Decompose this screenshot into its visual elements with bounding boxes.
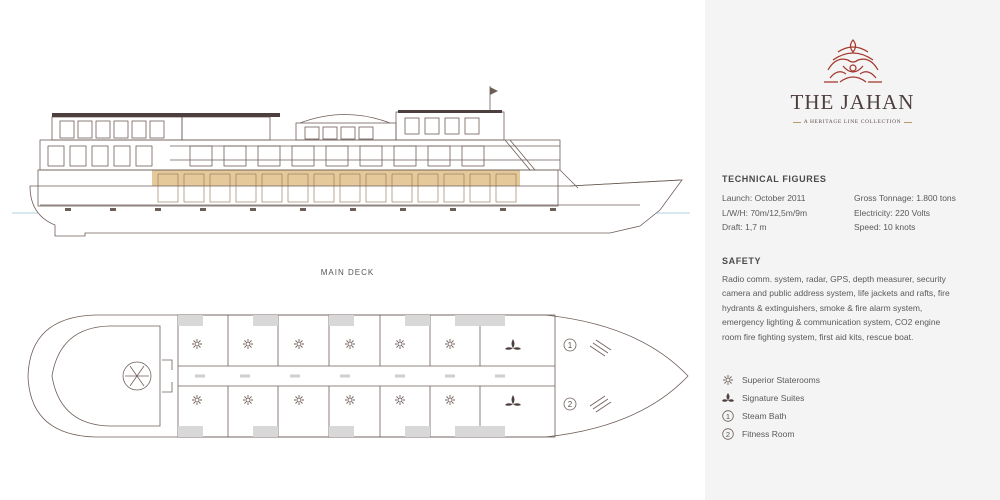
upper-deck-lounge: [181, 116, 271, 141]
lotus-icon: [505, 339, 521, 350]
sun-icon: [345, 395, 355, 405]
legend-label: Superior Staterooms: [742, 375, 820, 385]
svg-text:1: 1: [568, 341, 573, 350]
svg-text:2: 2: [726, 430, 730, 439]
plan-hull: [27, 314, 689, 438]
safety-line: hydrants & extinguishers, smoke & fire a…: [722, 302, 923, 313]
lotus-icon: [722, 392, 734, 404]
sun-icon: [192, 395, 202, 405]
main-deck-label: MAIN DECK: [320, 268, 375, 277]
gross-tonnage-value: Gross Tonnage: 1.800 tons: [854, 193, 956, 203]
launch-value: Launch: October 2011: [722, 193, 806, 203]
tech-row: Launch: October 2011 Gross Tonnage: 1.80…: [722, 193, 992, 208]
safety-title: SAFETY: [722, 256, 762, 266]
tech-row: Draft: 1,7 m Speed: 10 knots: [722, 222, 992, 237]
dimensions-value: L/W/H: 70m/12,5m/9m: [722, 207, 808, 218]
portholes: [65, 208, 556, 211]
legend-item-fitness-room: 2 Fitness Room: [722, 425, 992, 443]
circle-number-icon: 1: [722, 410, 734, 422]
fitness-room-marker: 2: [563, 397, 577, 411]
side-elevation: [12, 86, 690, 237]
safety-text: Radio comm. system, radar, GPS, depth me…: [722, 272, 984, 344]
lotus-icon: [505, 395, 521, 406]
wheelhouse-roof: [398, 110, 502, 113]
safety-line: emergency lighting & communication syste…: [722, 317, 941, 328]
svg-text:1: 1: [726, 412, 730, 421]
technical-figures: Launch: October 2011 Gross Tonnage: 1.80…: [722, 193, 992, 237]
stairs: [504, 139, 536, 171]
svg-text:2: 2: [568, 400, 573, 409]
signature-suite-markers: [505, 339, 521, 406]
tech-row: L/W/H: 70m/12,5m/9m Electricity: 220 Vol…: [722, 208, 992, 223]
superior-stateroom-markers: [192, 339, 455, 405]
speed-value: Speed: 10 knots: [854, 222, 916, 232]
brand-tagline: A HERITAGE LINE COLLECTION: [705, 119, 1000, 125]
info-panel: THE JAHAN A HERITAGE LINE COLLECTION TEC…: [705, 0, 1000, 500]
legend-item-signature: Signature Suites: [722, 389, 992, 407]
middle-deck: [39, 139, 561, 171]
wheelhouse: [395, 111, 505, 141]
legend: Superior Staterooms Signature Suites 1 S…: [722, 371, 992, 443]
sun-icon: [294, 395, 304, 405]
circle-number-icon: 2: [722, 428, 734, 440]
middle-windows: [47, 145, 560, 167]
sun-icon: [722, 374, 734, 386]
sun-icon: [294, 339, 304, 349]
sun-icon: [243, 339, 253, 349]
bow-deck: [569, 179, 681, 187]
draft-value: Draft: 1,7 m: [722, 222, 767, 232]
electricity-value: Electricity: 220 Volts: [854, 207, 931, 218]
legend-label: Signature Suites: [742, 393, 805, 403]
main-deck-windows: [157, 173, 517, 203]
sun-icon: [395, 339, 405, 349]
legend-item-superior: Superior Staterooms: [722, 371, 992, 389]
sun-icon: [345, 339, 355, 349]
brand-logo: THE JAHAN A HERITAGE LINE COLLECTION: [705, 38, 1000, 125]
sun-icon: [243, 395, 253, 405]
ship-plan-area: 1 2 MAIN DECK: [12, 86, 690, 438]
sun-icon: [192, 339, 202, 349]
sun-icon: [395, 395, 405, 405]
bow-stairs: [589, 339, 612, 413]
safety-line: room fire fighting system, first aid kit…: [722, 331, 914, 342]
dome-roof: [299, 114, 391, 124]
legend-label: Fitness Room: [742, 429, 795, 439]
sun-icon: [445, 339, 455, 349]
technical-figures-title: TECHNICAL FIGURES: [722, 174, 827, 184]
flag: [490, 87, 498, 95]
upper-deck-mid: [295, 122, 397, 141]
upper-windows: [59, 117, 480, 140]
staircase-icon: [122, 361, 152, 391]
cabin-block: [177, 314, 556, 438]
stern-deck: [51, 325, 161, 427]
tagline-rule-left: [792, 121, 801, 123]
stern-bollards: [162, 359, 173, 393]
brand-name: THE JAHAN: [790, 90, 915, 114]
legend-item-steam-bath: 1 Steam Bath: [722, 407, 992, 425]
steam-bath-marker: 1: [563, 338, 577, 352]
safety-line: camera and public address system, life j…: [722, 288, 950, 299]
bathrooms: [178, 315, 505, 437]
ship-drawings: 1 2: [12, 86, 690, 438]
safety-line: Radio comm. system, radar, GPS, depth me…: [722, 274, 946, 284]
sun-icon: [445, 395, 455, 405]
tagline-rule-right: [904, 121, 913, 123]
stairs-bow: [559, 169, 579, 189]
main-deck-plan: [27, 314, 689, 438]
upper-deck-cabin: [51, 116, 183, 141]
tagline-text: A HERITAGE LINE COLLECTION: [803, 119, 902, 125]
legend-label: Steam Bath: [742, 411, 787, 421]
ornament-logo-icon: [823, 39, 882, 83]
canopy-roof: [52, 113, 280, 117]
